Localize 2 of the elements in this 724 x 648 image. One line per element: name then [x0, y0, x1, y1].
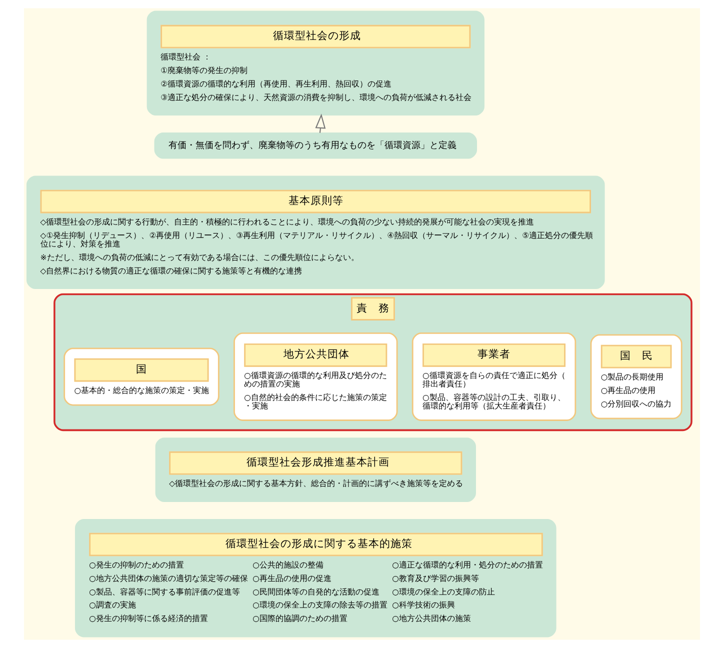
- node-box: 有価・無価を問わず、廃棄物等のうち有用なものを「循環資源」と定義: [154, 132, 478, 159]
- arrow: [315, 114, 326, 133]
